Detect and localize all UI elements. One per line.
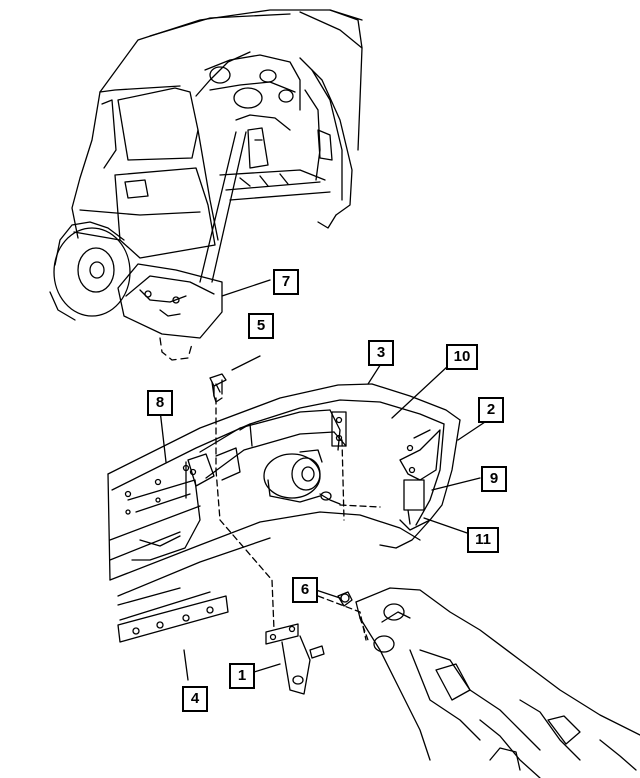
callout-8: 8 <box>147 390 173 416</box>
callout-11: 11 <box>467 527 499 553</box>
callout-3: 3 <box>368 340 394 366</box>
callout-9: 9 <box>481 466 507 492</box>
callout-6: 6 <box>292 577 318 603</box>
callout-leaders <box>159 355 489 681</box>
rear-bumper-assembly <box>107 373 640 778</box>
callout-7: 7 <box>273 269 299 295</box>
callout-4: 4 <box>182 686 208 712</box>
callout-5: 5 <box>248 313 274 339</box>
callout-10: 10 <box>446 344 478 370</box>
vehicle-side-view <box>49 9 363 361</box>
callout-2: 2 <box>478 397 504 423</box>
callout-1: 1 <box>229 663 255 689</box>
